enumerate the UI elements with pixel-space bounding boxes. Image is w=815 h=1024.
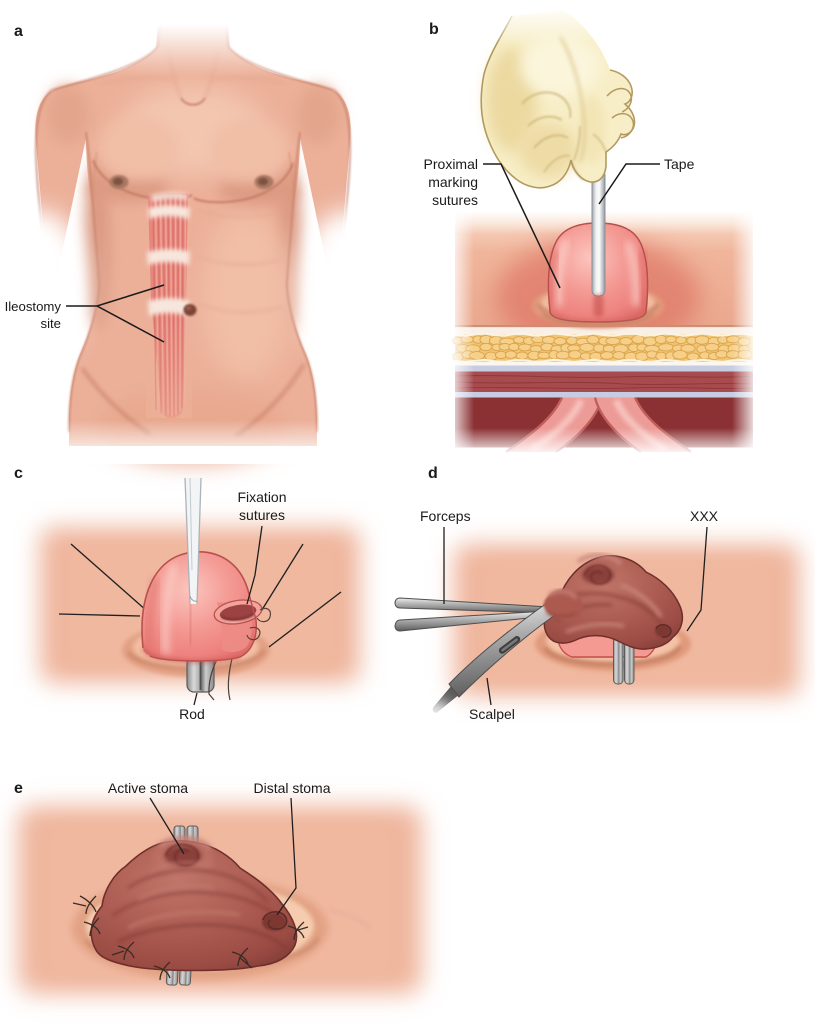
svg-text:Proximal: Proximal	[424, 156, 478, 172]
svg-text:marking: marking	[428, 174, 478, 190]
svg-text:Distal stoma: Distal stoma	[253, 780, 330, 796]
svg-text:Rod: Rod	[179, 706, 205, 722]
svg-text:XXX: XXX	[690, 508, 719, 524]
svg-text:sutures: sutures	[432, 192, 478, 208]
svg-text:Fixation: Fixation	[237, 489, 286, 505]
svg-text:a: a	[14, 23, 23, 40]
svg-text:e: e	[14, 780, 23, 797]
svg-text:sutures: sutures	[239, 507, 285, 523]
svg-text:site: site	[40, 316, 61, 331]
svg-text:Active stoma: Active stoma	[108, 780, 188, 796]
svg-text:c: c	[14, 465, 23, 482]
svg-text:Forceps: Forceps	[420, 508, 471, 524]
svg-text:Tape: Tape	[664, 156, 695, 172]
svg-text:Scalpel: Scalpel	[469, 706, 515, 722]
svg-text:d: d	[428, 465, 438, 482]
svg-text:Ileostomy: Ileostomy	[5, 299, 62, 314]
svg-text:b: b	[429, 21, 439, 38]
